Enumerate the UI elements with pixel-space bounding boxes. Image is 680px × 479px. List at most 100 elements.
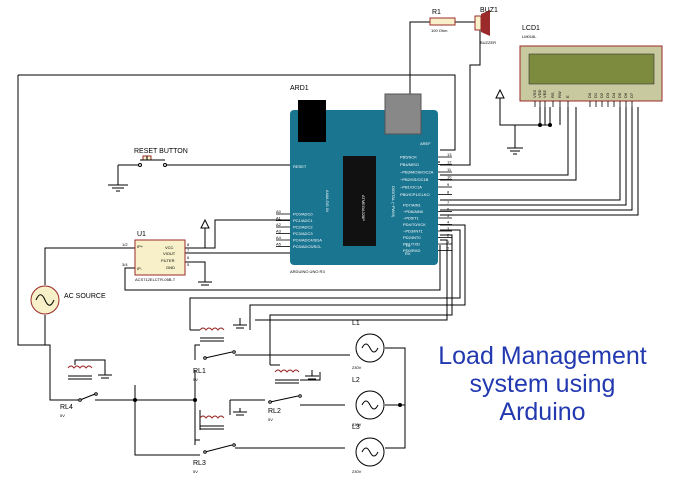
u1-model: ACS712ELCTR-05B-T (135, 277, 176, 282)
buzzer: BUZ1 BUZZER (474, 7, 498, 45)
arduino-analog-pin-num: A1 (276, 216, 282, 221)
u1-pin-vcc: VCC (165, 245, 174, 250)
arduino-digital-pin-num: 10 (447, 175, 452, 180)
arduino-digital-pin-num: 4 (447, 220, 450, 225)
arduino-usb-port (384, 93, 422, 135)
arduino-model: ARDUINO UNO R3 (290, 269, 325, 274)
rl1-value: 5V (193, 377, 198, 382)
ground-icon (233, 411, 247, 416)
arduino-analog-pin-name: PC4/ADC4/SDA (293, 238, 322, 243)
lcd-pin-label: D1 (593, 92, 598, 98)
u1-ref: U1 (137, 231, 146, 238)
arduino-digital-pin-name: PB5/SCK (400, 155, 417, 160)
lcd-pin-label: D2 (599, 92, 604, 98)
rl4-ref: RL4 (60, 404, 73, 411)
arduino-digital-pin-name: PB4/MISO (400, 162, 419, 167)
lcd-pin-label: RW (557, 91, 562, 98)
lcd-pin-label: RS (550, 92, 555, 98)
arduino-digital-pins: 13PB5/SCK12PB4/MISO11~PB3/MOSI/OC2A10~PB… (400, 152, 452, 253)
arduino-digital-pin-num: 0 (447, 246, 450, 251)
ground-symbols (98, 147, 523, 416)
lamp-l3: L3 230V (352, 424, 385, 474)
arduino-digital-pin-num: 7 (447, 200, 450, 205)
r1-ref: R1 (432, 9, 441, 16)
sine-wave-icon (35, 294, 55, 306)
lamp-filament-icon (361, 447, 379, 457)
u1-pin-gnd: GND (166, 265, 175, 270)
arduino-analog-pin-name: PC3/ADC3 (293, 231, 313, 236)
arduino-digital-pin-name: ~PB1/OC1A (400, 185, 422, 190)
arduino-digital-pin-name: ~PB2/SS/OC1B (400, 177, 429, 182)
analog-in-label: ANALOG IN (325, 190, 330, 212)
arduino-digital-pin-name: PD7/AIN1 (403, 203, 422, 208)
relay-rl4: RL4 5V (60, 365, 98, 418)
rl2-value: 5V (268, 417, 273, 422)
arduino-digital-pin-name: ~PD3/INT1 (403, 229, 424, 234)
u1-pin-num-6: 6 (187, 255, 190, 260)
u1-pin-filter: FILTER (161, 258, 175, 263)
rl2-ref: RL2 (268, 408, 281, 415)
buzzer-label: BUZZER (480, 40, 496, 45)
arduino-analog-pin-num: A4 (276, 235, 282, 240)
current-sensor-u1: U1 IP+ IP- 1/2 3/4 VCC VIOUT FILTER GND … (122, 231, 190, 282)
arduino-uno: ARD1 ATMEGA328P ANALOG IN DIGITAL (~PWM)… (276, 85, 452, 274)
lcd-pin-label: VSS (532, 90, 537, 98)
lcd-model: LM016L (522, 34, 537, 39)
resistor-r1: R1 100 Ohm (429, 9, 456, 33)
reset-pin-label: RESET (293, 164, 307, 169)
arduino-power-jack (298, 100, 326, 142)
lamp-filament-icon (361, 400, 379, 410)
arduino-analog-pin-num: A3 (276, 229, 282, 234)
project-title: Load Management system using Arduino (410, 342, 675, 426)
u1-pin-ip-minus: IP- (137, 266, 143, 271)
title-line-2: system using (469, 370, 616, 398)
reset-button: RESET BUTTON (134, 148, 188, 167)
rl3-value: 5V (193, 469, 198, 474)
l3-ref: L3 (352, 424, 360, 431)
arduino-digital-pin-name: PB0/ICP1/CLKO (400, 192, 430, 197)
buzzer-ref: BUZ1 (480, 7, 498, 14)
arduino-digital-pin-name: ~PD5/T1 (403, 216, 420, 221)
u1-pin-ip-plus: IP+ (137, 244, 144, 249)
rx-label: RX (405, 251, 411, 256)
lcd-pin-label: D0 (587, 92, 592, 98)
arduino-analog-pin-name: PC5/ADC5/SCL (293, 244, 322, 249)
arduino-digital-pin-name: PD1/TXD (403, 242, 420, 247)
lcd-pin-label: VDD (537, 89, 542, 98)
lcd-pin-label: D6 (623, 92, 628, 98)
arduino-analog-pin-num: A5 (276, 242, 282, 247)
rl1-ref: RL1 (193, 368, 206, 375)
arduino-digital-pin-num: 11 (447, 167, 452, 172)
arduino-ref: ARD1 (290, 85, 309, 92)
lcd-pin-label: D3 (605, 92, 610, 98)
rl4-value: 5V (60, 413, 65, 418)
wire-junctions (133, 123, 552, 407)
arduino-digital-pin-name: PD4/T0/XCK (403, 222, 426, 227)
title-line-1: Load Management (438, 342, 647, 370)
arduino-digital-pin-name: ~PB3/MOSI/OC2A (400, 170, 434, 175)
title-line-3: Arduino (499, 398, 586, 426)
arduino-digital-pin-num: 9 (447, 182, 450, 187)
arduino-digital-pin-name: PD0/RXD (403, 248, 420, 253)
lcd-pin-label: E (565, 95, 570, 98)
ground-icon (305, 375, 319, 380)
arduino-digital-pin-num: 12 (447, 160, 452, 165)
power-supply-icon (495, 88, 505, 99)
u1-pin-num-7: 7 (187, 248, 190, 253)
ground-icon (108, 184, 128, 192)
lamp-l2: L2 230V (352, 377, 385, 427)
lcd-pin-label: D4 (611, 92, 616, 98)
arduino-digital-pin-num: 8 (447, 190, 450, 195)
lcd-screen (528, 53, 655, 85)
l1-ref: L1 (352, 320, 360, 327)
arduino-digital-pin-num: 2 (447, 233, 450, 238)
u1-pin-num-5: 5 (187, 262, 190, 267)
arduino-chip (343, 156, 376, 246)
l1-value: 230V (352, 365, 362, 370)
arduino-digital-pin-num: 3 (447, 226, 450, 231)
ground-icon (198, 281, 212, 286)
reset-button-label: RESET BUTTON (134, 148, 188, 155)
